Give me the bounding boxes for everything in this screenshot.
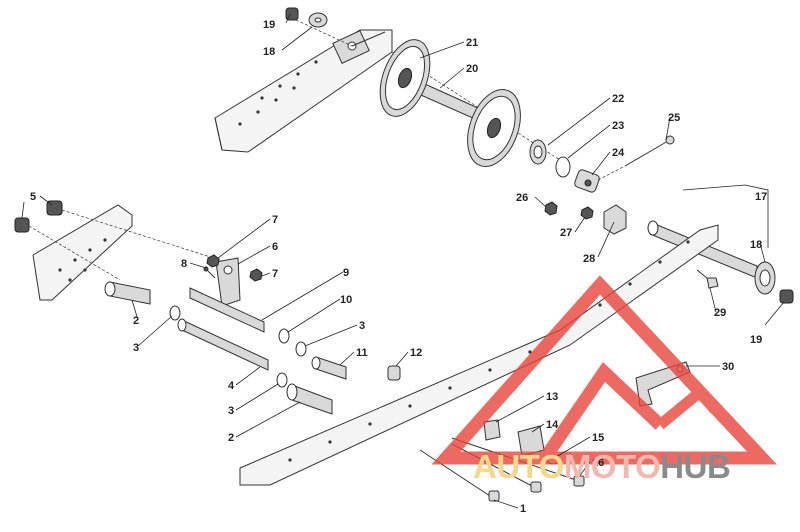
label-4: 4 (228, 380, 235, 392)
watermark-wordmark: AUTOMOTOHUB (473, 448, 731, 486)
label-18-top: 18 (263, 46, 275, 58)
label-19-right: 19 (750, 334, 762, 346)
label-28: 28 (583, 253, 595, 265)
label-3-b: 3 (228, 405, 234, 417)
part-4-shaft (177, 318, 269, 371)
label-3-c: 3 (359, 320, 365, 332)
label-21: 21 (466, 37, 478, 49)
part-29-bolt (696, 269, 719, 289)
label-15: 15 (592, 432, 604, 444)
label-17: 17 (755, 191, 767, 203)
watermark-hub: HUB (660, 448, 731, 485)
part-19-cap-right (779, 289, 794, 304)
leader-lines (21, 13, 785, 509)
label-6: 6 (272, 241, 278, 253)
label-11: 11 (356, 347, 368, 359)
label-1: 1 (520, 503, 526, 515)
label-25: 25 (668, 112, 680, 124)
label-13: 13 (546, 391, 558, 403)
part-18-wheel-hub-right (754, 261, 776, 295)
upper-rail (214, 29, 393, 153)
part-22-bearing (529, 139, 547, 165)
label-3-a: 3 (133, 342, 139, 354)
part-labels: 19 18 21 20 22 23 24 25 26 17 27 28 18 2… (30, 19, 767, 515)
label-10: 10 (340, 294, 352, 306)
part-25-bolt (597, 135, 675, 181)
part-6-arm (215, 257, 241, 307)
part-10-washer (278, 328, 290, 344)
label-19-top: 19 (263, 19, 275, 31)
part-13-bushing (483, 419, 501, 441)
part-5-cap-b (14, 217, 30, 233)
part-12-nut (387, 365, 401, 381)
label-12: 12 (410, 347, 422, 359)
watermark-moto: MOTO (563, 448, 661, 485)
label-22: 22 (612, 93, 624, 105)
label-27: 27 (560, 227, 572, 239)
label-30: 30 (722, 361, 734, 373)
label-9: 9 (343, 267, 349, 279)
part-7-nut-b (249, 268, 263, 282)
part-21-wheel-lower (467, 89, 521, 167)
label-23: 23 (612, 120, 624, 132)
label-18-right: 18 (750, 239, 762, 251)
label-16: 16 (592, 457, 604, 469)
rail-main (239, 224, 719, 486)
part-3-washer-b (276, 372, 288, 388)
rail-left (32, 204, 133, 301)
part-9-sleeve (189, 287, 265, 333)
label-2-lower: 2 (228, 432, 234, 444)
part-11-bushing (311, 356, 347, 380)
label-7-a: 7 (272, 214, 278, 226)
label-20: 20 (466, 63, 478, 75)
part-27-nut (580, 206, 594, 220)
label-5: 5 (30, 191, 36, 203)
part-2-spacer-upper (104, 281, 151, 305)
part-7-nut-a (206, 254, 220, 268)
part-28-block (603, 204, 627, 235)
label-24: 24 (612, 147, 625, 159)
part-18-washer-top (308, 12, 328, 28)
part-3-washer-a (169, 305, 181, 321)
part-1-bolt (419, 443, 542, 502)
part-2-spacer-lower (286, 383, 333, 415)
part-21-wheel-upper (379, 39, 431, 117)
part-26-nut (544, 201, 558, 216)
watermark-auto: AUTO (473, 448, 564, 485)
part-23-clip (555, 156, 571, 178)
watermark-logo (431, 275, 777, 465)
label-29: 29 (714, 307, 726, 319)
part-8-bolt (203, 266, 216, 279)
label-7-b: 7 (272, 268, 278, 280)
label-2-upper: 2 (133, 315, 139, 327)
label-14: 14 (546, 419, 559, 431)
part-3-washer-c (295, 341, 307, 357)
label-8: 8 (181, 258, 187, 270)
part-24-spacer (574, 169, 600, 193)
label-26: 26 (516, 192, 528, 204)
